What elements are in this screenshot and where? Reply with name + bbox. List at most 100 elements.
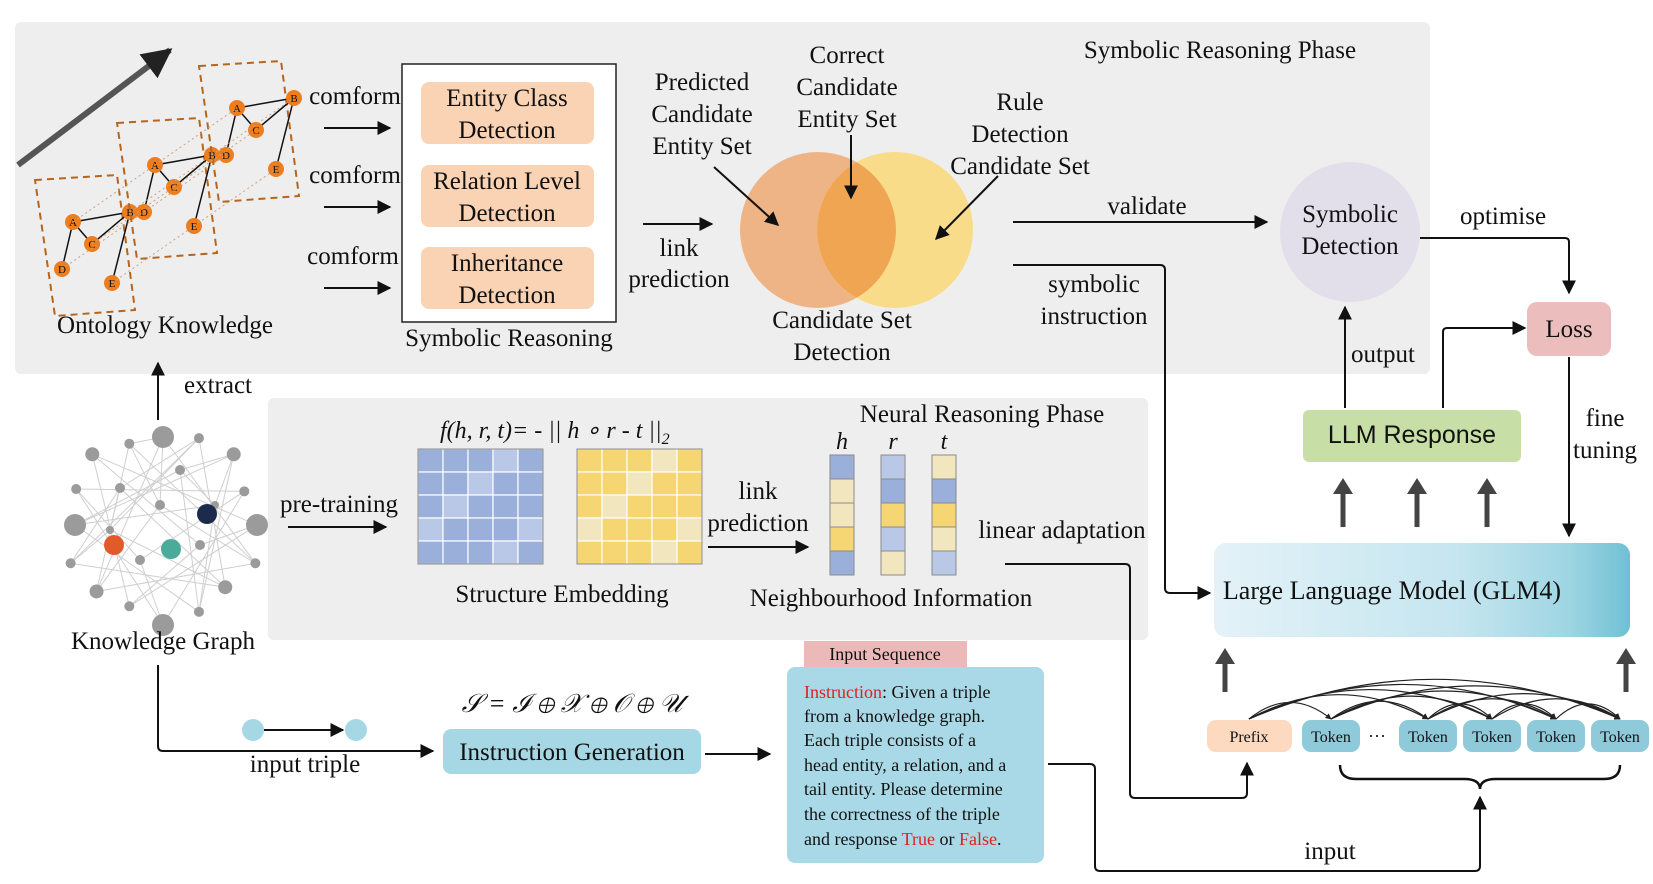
venn-rule-arrow-icon (935, 175, 999, 240)
score-formula-lhs: f(h, r, t) (440, 418, 512, 444)
kg-node-15-icon (85, 447, 100, 462)
link-prediction-label-line-1: link (660, 235, 699, 262)
input-label: input (1304, 838, 1355, 865)
vector-t-cell-1 (931, 478, 957, 504)
vector-h-cell-0 (829, 454, 855, 480)
entity-class-detection-box (421, 82, 594, 144)
token-1-box (1302, 720, 1360, 752)
kg-edge-39 (91, 453, 201, 546)
relation-embedding-cell-4-4 (676, 540, 703, 565)
symbolic-detection-line-1: Symbolic (1302, 201, 1398, 228)
entity-embedding-cell-0-0 (417, 448, 444, 473)
ontology-layer-3-frame (197, 59, 301, 204)
ontology-link-2-5 (193, 168, 277, 227)
loss-box (1527, 302, 1611, 356)
relation-embedding-cell-2-0 (576, 494, 603, 519)
ontology-node-label-1-4: D (58, 264, 66, 276)
score-formula: f(h, r, t)= - || h ∘ r - t ||2 (440, 418, 670, 448)
fine-tuning-line-2: tuning (1573, 437, 1637, 464)
vector-t-cell-4 (931, 550, 957, 576)
link-prediction-label-line-2: prediction (628, 266, 730, 293)
relation-embedding-cell-3-0 (576, 517, 603, 542)
optimise-label: optimise (1460, 203, 1546, 230)
token-5-box (1591, 720, 1649, 752)
kg-node-5-icon (246, 514, 268, 536)
kg-node-9-icon (152, 614, 174, 636)
kg-edge-11 (179, 453, 234, 471)
ontology-node-label-3-4: D (222, 150, 230, 162)
input-triple-head-node (242, 719, 264, 741)
true-word: True (902, 829, 935, 849)
ontology-node-3-5-icon (268, 161, 284, 177)
kg-edge-12 (214, 454, 235, 506)
attention-arc-6 (1330, 700, 1429, 720)
score-formula-sub: 2 (662, 431, 670, 448)
ontology-node-label-3-1: A (233, 103, 241, 115)
entity-embedding-cell-1-3 (492, 471, 519, 496)
ontology-node-label-1-5: E (109, 278, 116, 290)
validate-label: validate (1107, 193, 1186, 220)
venn-bottom-line-2: Detection (793, 339, 891, 366)
llm-up-arrows (1215, 478, 1636, 692)
attention-arc-1 (1248, 701, 1332, 720)
kg-edge-42 (179, 469, 216, 506)
seq-line-3: Each triple consists of a (804, 730, 976, 750)
up-arrow-1-head (1333, 478, 1353, 494)
ontology-trend-arrow-icon (16, 47, 173, 168)
relation-embedding-border (576, 448, 703, 565)
linear-adaptation-label: linear adaptation (978, 517, 1146, 544)
vector-r-label: r (888, 429, 898, 455)
ontology-node-3-3-icon (248, 122, 264, 138)
or-word: or (935, 829, 959, 849)
vector-r-cell-1 (880, 478, 906, 504)
ontology-knowledge-label: Ontology Knowledge (57, 312, 273, 339)
vector-t-cell-0 (931, 454, 957, 480)
llm-response-box (1303, 410, 1521, 462)
ontology-link-2-2 (211, 97, 295, 156)
prefix-token (1207, 720, 1292, 752)
token-4-label: Token (1536, 729, 1576, 746)
kg-node-3-icon (226, 447, 241, 462)
attention-arc-7 (1330, 695, 1493, 720)
vector-r-cell-0 (880, 454, 906, 480)
symbolic-instruction-line-1: symbolic (1048, 271, 1140, 298)
entity-embedding-cell-2-3 (492, 494, 519, 519)
kg-highlight-teal-node-icon (161, 539, 181, 559)
ontology-node-label-2-5: E (191, 221, 198, 233)
ontology-link-1-2 (129, 154, 213, 213)
ontology-node-label-3-2: B (290, 93, 297, 105)
ontology-node-label-3-3: C (252, 125, 259, 137)
ontology-layer-2-edge-5 (193, 154, 213, 227)
kg-highlight-navy-node-icon (197, 504, 217, 524)
kg-node-17-icon (115, 483, 125, 493)
loss-label: Loss (1545, 316, 1592, 343)
relation-embedding-cell-0-2 (626, 448, 653, 473)
conform-label-2: comform (309, 162, 401, 189)
knowledge-graph-network (64, 426, 268, 636)
llm-response-label: LLM Response (1328, 421, 1496, 449)
venn-rule-line-2: Detection (971, 121, 1069, 148)
symbolic-instruction-arrow-icon (1013, 264, 1212, 600)
attention-arc-11 (1427, 698, 1557, 720)
vector-h-cell-1 (829, 478, 855, 504)
input-sequence-box (787, 667, 1044, 863)
structure-embedding-label: Structure Embedding (455, 581, 669, 608)
kg-edge-37 (74, 504, 216, 526)
ontology-layer-1-edge-4 (61, 221, 74, 270)
entity-embedding-cell-1-2 (467, 471, 494, 496)
ontology-node-3-4-icon (218, 147, 234, 163)
attention-arc-12 (1427, 693, 1621, 720)
kg-edge-28 (75, 488, 164, 626)
ontology-node-label-1-3: C (88, 239, 95, 251)
input-sequence-tag (804, 641, 967, 667)
venn-predicted-line-2: Candidate (651, 101, 752, 128)
kg-edge-17 (92, 453, 258, 526)
entity-embedding-cell-2-4 (517, 494, 544, 519)
entity-embedding-cell-1-1 (442, 471, 469, 496)
ontology-layer-3-edge-5 (275, 97, 295, 170)
instruction-keyword: Instruction (804, 682, 882, 702)
vector-r-cell-4 (880, 550, 906, 576)
llm-label: Large Language Model (GLM4) (1223, 576, 1561, 605)
conform-label-1: comform (309, 83, 401, 110)
